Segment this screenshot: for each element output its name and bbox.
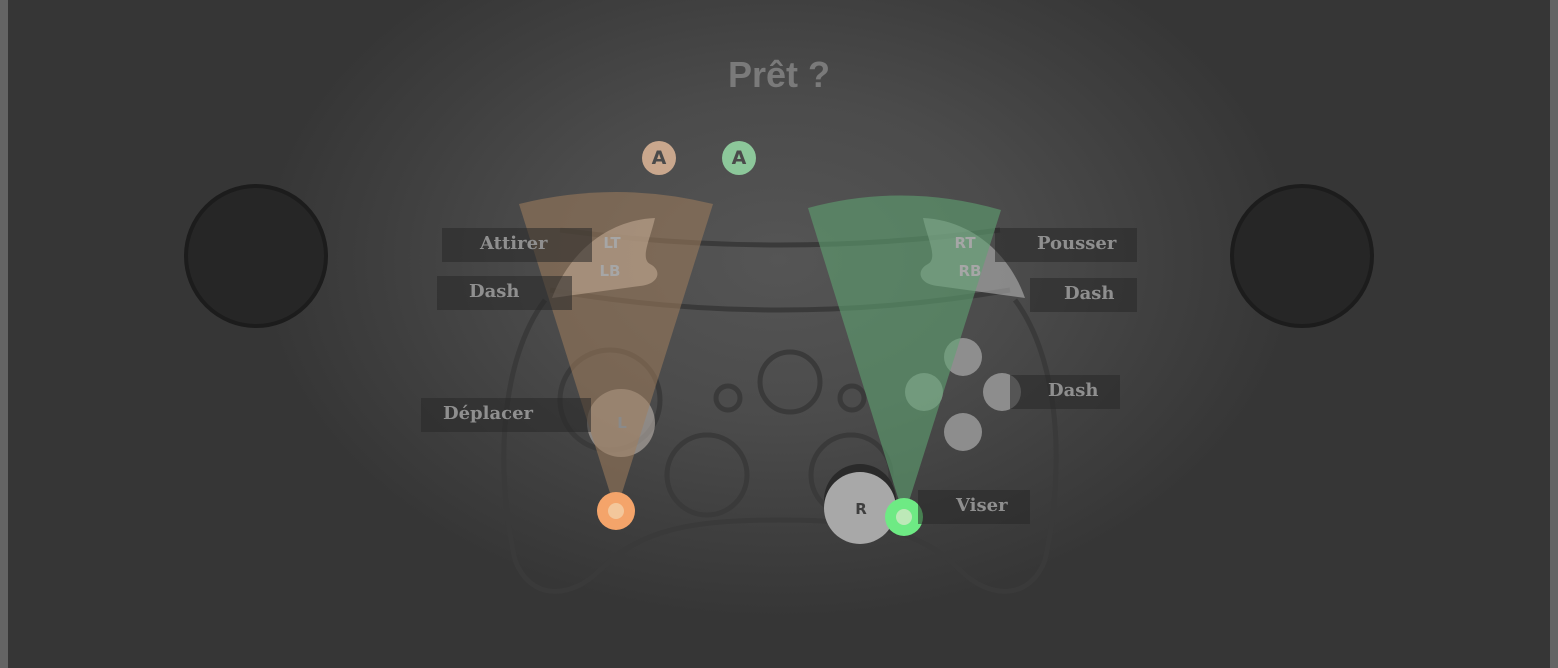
player-two-aim-cone <box>808 195 1001 517</box>
player-one-a-badge: A <box>642 141 676 175</box>
lb-button-label: LB <box>599 262 621 280</box>
label-dash-left-bumper: Dash <box>437 276 572 310</box>
right-player-slot <box>1230 184 1374 328</box>
rt-button-label: RT <box>954 234 976 252</box>
player-one-cursor-dot <box>608 503 624 519</box>
player-one-aim-cone <box>519 192 713 512</box>
rb-button-label: RB <box>958 262 982 280</box>
ready-title: Prêt ? <box>727 54 831 95</box>
right-edge-strip <box>1550 0 1558 668</box>
left-edge-strip <box>0 0 8 668</box>
player-two-cursor-dot <box>896 509 912 525</box>
label-dash-right-bumper: Dash <box>1030 278 1137 312</box>
label-dash-face-buttons: Dash <box>1010 375 1120 409</box>
label-viser: Viser <box>918 490 1030 524</box>
right-stick <box>824 472 896 544</box>
lt-button-label: LT <box>603 234 621 252</box>
right-stick-label: R <box>855 500 867 518</box>
label-attirer: Attirer <box>442 228 592 262</box>
label-deplacer: Déplacer <box>421 398 591 432</box>
player-two-a-badge: A <box>722 141 756 175</box>
left-player-slot <box>184 184 328 328</box>
label-pousser: Pousser <box>995 228 1137 262</box>
left-stick-label: L <box>617 414 627 432</box>
